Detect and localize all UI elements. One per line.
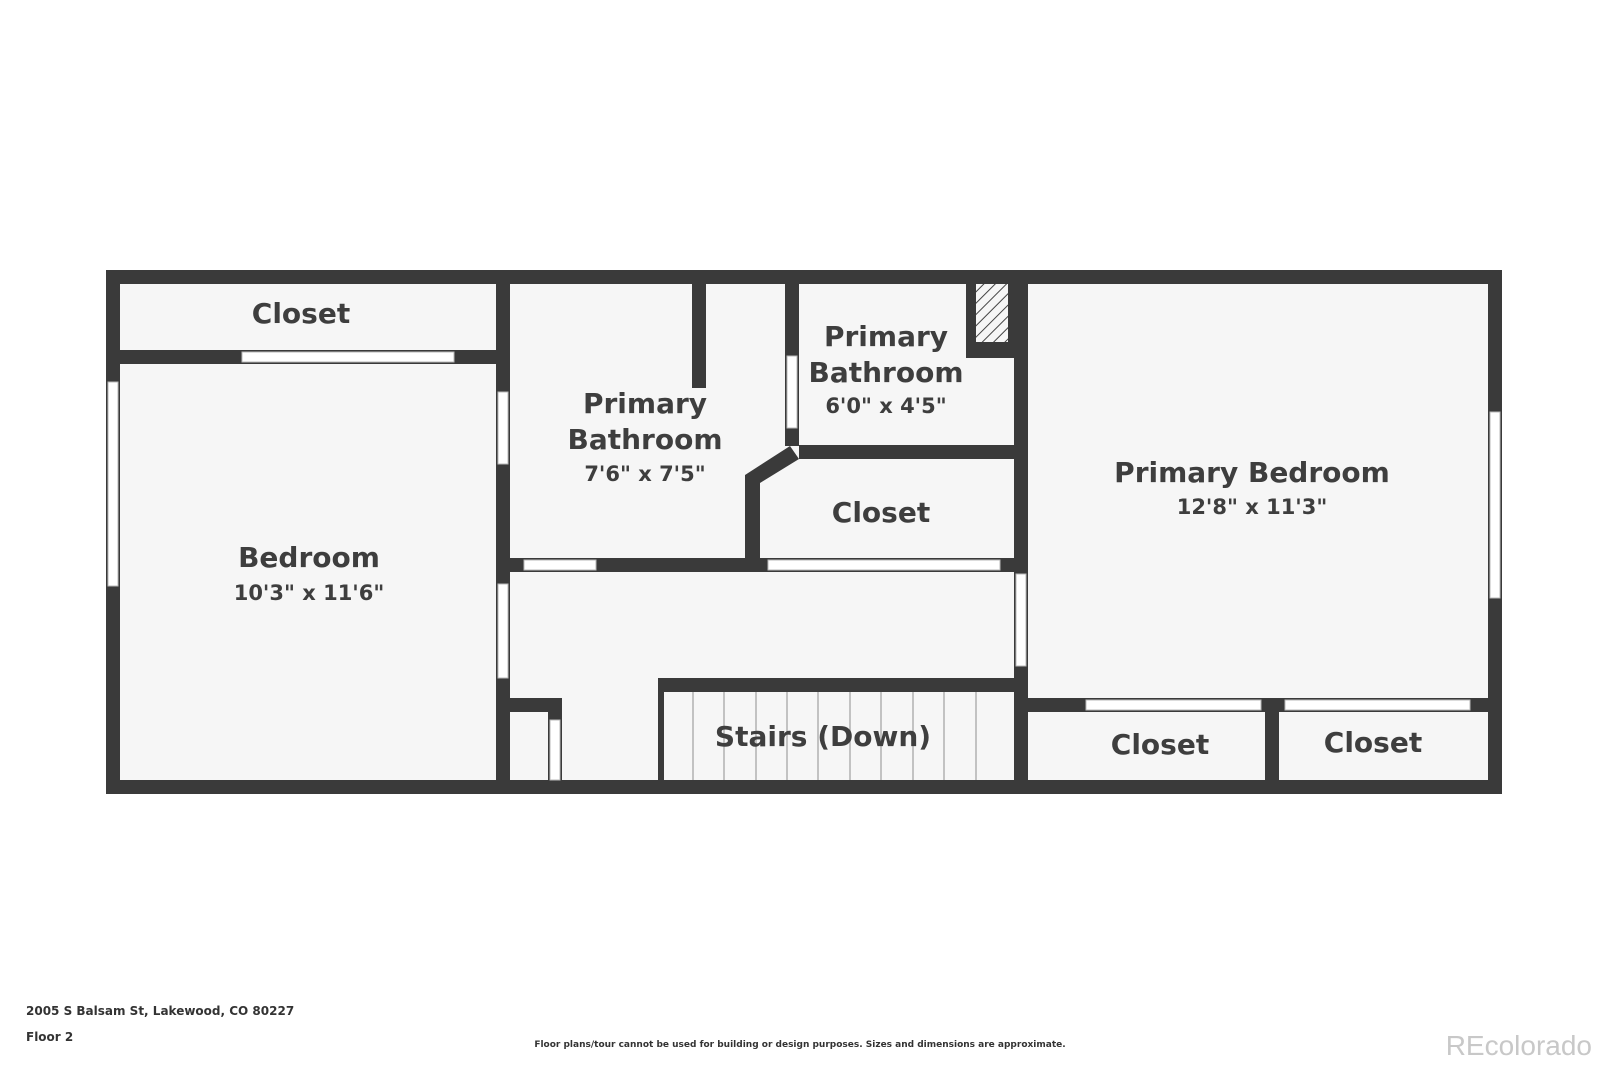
door-closet-bottom-1	[1085, 699, 1262, 711]
window-primary-bedroom	[1489, 411, 1501, 599]
door-closet-top-left	[241, 351, 455, 363]
room-closet-middle-name: Closet	[832, 496, 930, 529]
room-closet-bottom-1-name: Closet	[1111, 728, 1209, 761]
address-label: 2005 S Balsam St, Lakewood, CO 80227	[26, 1004, 295, 1018]
room-primary-bedroom-dim: 12'8" x 11'3"	[1177, 495, 1328, 519]
door-closet-middle	[767, 559, 1001, 571]
room-stairs-name: Stairs (Down)	[715, 720, 931, 753]
room-primary-bathroom-1-name-line1: Primary	[583, 387, 707, 420]
door-primary-bedroom	[1015, 573, 1027, 667]
room-primary-bathroom-2-name-line1: Primary	[824, 320, 948, 353]
stair-treads	[692, 692, 977, 784]
room-primary-bathroom-2-name-line2: Bathroom	[808, 356, 963, 389]
door-closet-bottom-2	[1284, 699, 1471, 711]
room-labels: Closet Bedroom 10'3" x 11'6" Primary Bat…	[234, 297, 1423, 761]
recolorado-watermark-logo: REcolorado	[1445, 1030, 1592, 1061]
door-bedroom-upper	[497, 391, 509, 465]
room-closet-bottom-2-name: Closet	[1324, 726, 1422, 759]
openings	[107, 351, 1501, 781]
chimney-hatch	[976, 284, 1008, 342]
room-primary-bathroom-1-name-line2: Bathroom	[567, 423, 722, 456]
room-primary-bathroom-1-dim: 7'6" x 7'5"	[584, 462, 705, 486]
room-bedroom-dim: 10'3" x 11'6"	[234, 581, 385, 605]
disclaimer-text: Floor plans/tour cannot be used for buil…	[534, 1040, 1066, 1050]
room-primary-bedroom-name: Primary Bedroom	[1114, 456, 1390, 489]
room-bedroom-name: Bedroom	[238, 541, 380, 574]
door-small-closet	[549, 719, 561, 781]
door-bedroom-lower	[497, 583, 509, 679]
door-bathroom-1	[523, 559, 597, 571]
door-bathroom-2	[786, 355, 798, 429]
floor-label: Floor 2	[26, 1030, 74, 1044]
window-bedroom	[107, 381, 119, 587]
room-primary-bathroom-2-dim: 6'0" x 4'5"	[825, 394, 946, 418]
room-closet-top-left-name: Closet	[252, 297, 350, 330]
